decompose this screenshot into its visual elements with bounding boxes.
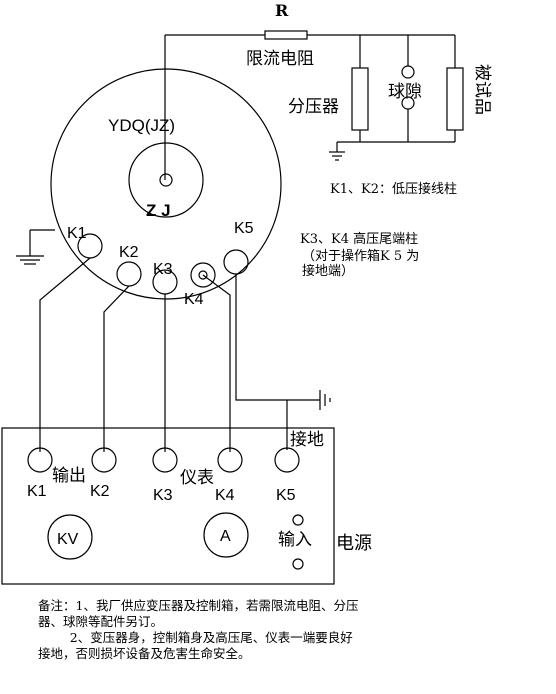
meter-label: 仪表 bbox=[180, 468, 214, 488]
voltage-divider bbox=[351, 67, 369, 131]
legend-k3k4-line2: （对于操作箱K 5 为 bbox=[302, 248, 419, 264]
note-line-4: 接地，否则损坏设备及危害生命安全。 bbox=[38, 646, 251, 661]
legend-k3k4-line1: K3、K4 高压尾端柱 bbox=[300, 231, 418, 247]
wire-k4 bbox=[202, 274, 231, 452]
transformer-center-label: Z J bbox=[146, 201, 171, 220]
box-label-k3: K3 bbox=[153, 487, 173, 504]
resistor-symbol: R bbox=[275, 1, 289, 20]
wire-k2 bbox=[103, 285, 130, 452]
box-terminal-k3 bbox=[152, 447, 178, 473]
box-terminal-k2 bbox=[91, 447, 117, 473]
box-label-k2: K2 bbox=[90, 483, 110, 500]
terminal-label-k3: K3 bbox=[153, 261, 173, 278]
note-line-2: 器、球隙等配件另订。 bbox=[38, 614, 164, 629]
amp-meter bbox=[203, 512, 249, 558]
box-label-k4: K4 bbox=[215, 487, 235, 504]
transformer-title: YDQ(JZ) bbox=[108, 116, 175, 135]
wire-k5-ground bbox=[235, 274, 320, 401]
terminal-label-k5: K5 bbox=[234, 220, 254, 237]
box-terminal-k5 bbox=[274, 447, 300, 473]
box-label-k1: K1 bbox=[27, 483, 47, 500]
box-terminal-k4 bbox=[217, 447, 243, 473]
power-input-terminal-1 bbox=[292, 514, 304, 526]
test-object-label: 被试品 bbox=[472, 64, 492, 115]
hv-output-terminal bbox=[159, 173, 173, 187]
control-box bbox=[1, 427, 335, 585]
output-label: 输出 bbox=[52, 466, 86, 486]
kv-meter bbox=[47, 514, 93, 560]
divider-label: 分压器 bbox=[288, 97, 339, 117]
note-line-1: 备注：1、我厂供应变压器及控制箱，若需限流电阻、分压 bbox=[38, 598, 359, 613]
current-limit-resistor bbox=[264, 30, 308, 40]
transformer-inner-ring bbox=[128, 142, 204, 218]
resistor-label: 限流电阻 bbox=[246, 49, 314, 69]
wire-k1 bbox=[39, 257, 91, 452]
input-label: 输入 bbox=[278, 530, 312, 550]
terminal-label-k1: K1 bbox=[67, 225, 87, 242]
power-label: 电源 bbox=[336, 533, 372, 554]
terminal-k2 bbox=[116, 261, 142, 287]
kv-meter-label: KV bbox=[57, 531, 79, 548]
transformer-body bbox=[50, 68, 282, 300]
notes-block: 备注：1、我厂供应变压器及控制箱，若需限流电阻、分压 器、球隙等配件另订。 2、… bbox=[38, 598, 538, 662]
legend-k3k4-line3: 接地端） bbox=[302, 263, 354, 279]
terminal-k5 bbox=[223, 249, 249, 275]
box-terminal-k1 bbox=[27, 447, 53, 473]
legend-k1k2: K1、K2：低压接线柱 bbox=[330, 181, 457, 197]
amp-meter-label: A bbox=[220, 528, 231, 545]
terminal-label-k2: K2 bbox=[119, 244, 139, 261]
sphere-gap-label: 球隙 bbox=[388, 82, 422, 102]
sphere-gap-upper bbox=[401, 65, 415, 79]
test-object bbox=[446, 67, 464, 131]
terminal-k4 bbox=[190, 262, 216, 288]
ground-label: 接地 bbox=[290, 430, 324, 450]
box-label-k5: K5 bbox=[276, 487, 296, 504]
power-input-terminal-2 bbox=[292, 558, 304, 570]
note-line-3: 2、变压器身，控制箱身及高压尾、仪表一端要良好 bbox=[38, 630, 353, 645]
terminal-label-k4: K4 bbox=[184, 291, 204, 308]
